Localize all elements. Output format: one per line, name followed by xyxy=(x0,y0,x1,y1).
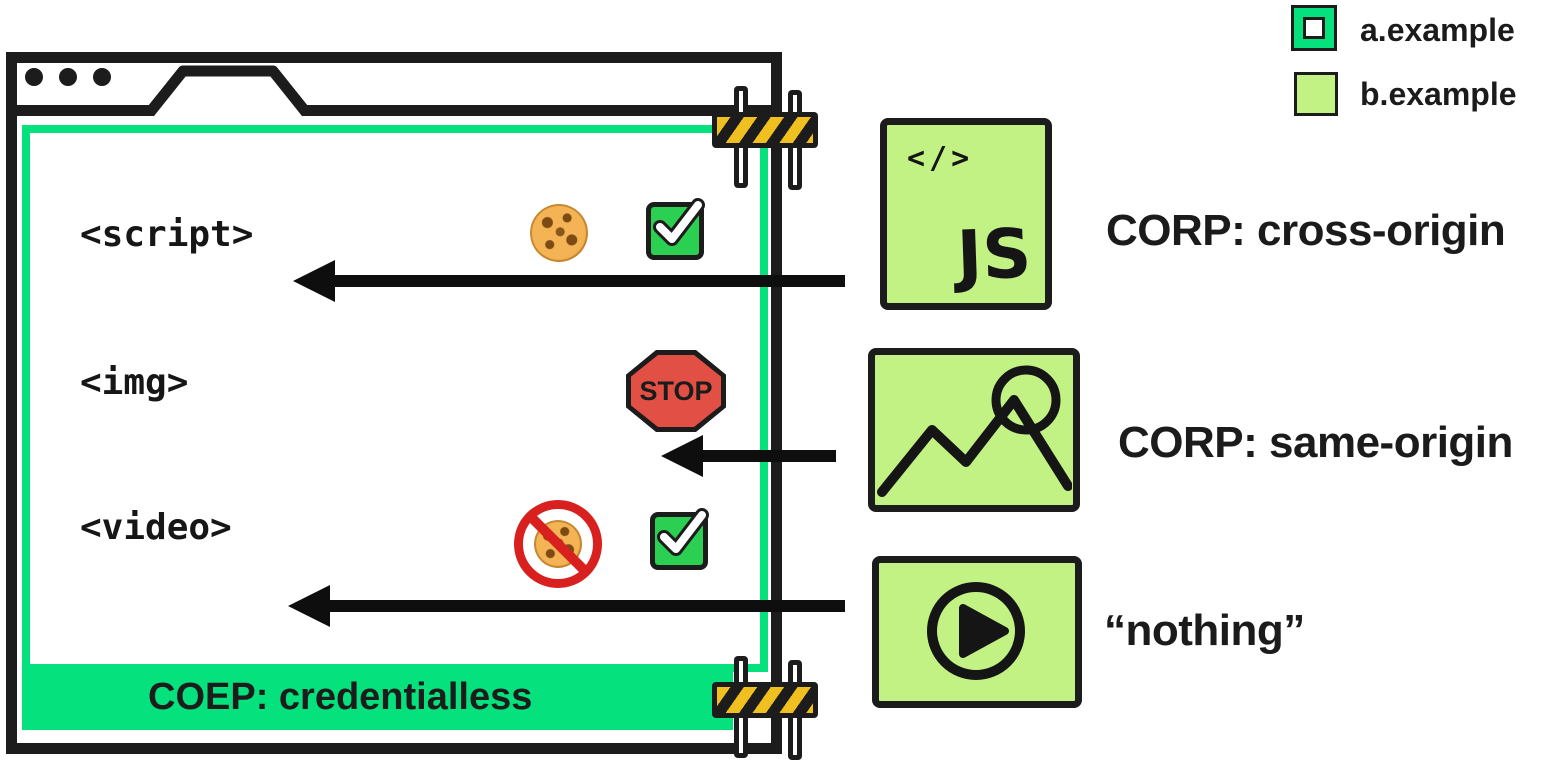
window-dot-icon xyxy=(93,68,111,86)
video-tag-label: <video> xyxy=(80,507,232,548)
blocked-cookie-icon xyxy=(514,500,602,588)
video-resource-card xyxy=(872,556,1082,708)
play-icon xyxy=(927,582,1025,680)
barricade-stripe xyxy=(712,682,818,718)
stop-sign-face: STOP xyxy=(631,355,721,427)
nothing-label: “nothing” xyxy=(1104,606,1305,655)
image-resource-card xyxy=(868,348,1080,512)
prohibition-ring xyxy=(514,500,602,588)
stop-sign-icon: STOP xyxy=(626,350,726,432)
barricade-bottom-icon xyxy=(712,656,818,764)
legend-swatch-b-example xyxy=(1294,72,1338,116)
img-tag-label: <img> xyxy=(80,362,189,403)
browser-chrome-bar xyxy=(17,63,771,116)
legend-label-b-example: b.example xyxy=(1360,76,1517,112)
js-resource-card: </> JS xyxy=(880,118,1052,310)
barricade-top-icon xyxy=(712,86,818,194)
legend-label-a-example: a.example xyxy=(1360,12,1515,48)
coep-bar: COEP: credentialless xyxy=(22,665,733,730)
script-tag-label: <script> xyxy=(80,214,254,255)
barricade-stripe xyxy=(712,112,818,148)
mountain-photo-icon xyxy=(877,365,1072,497)
legend-swatch-a-example xyxy=(1294,8,1334,48)
browser-tab-notch-icon xyxy=(143,65,314,116)
js-logo: JS xyxy=(955,214,1033,297)
check-icon xyxy=(650,508,709,570)
code-brackets-icon: </> xyxy=(907,141,974,176)
corp-cross-origin-label: CORP: cross-origin xyxy=(1106,206,1506,255)
check-icon xyxy=(646,198,705,260)
corp-same-origin-label: CORP: same-origin xyxy=(1118,418,1513,467)
window-dot-icon xyxy=(25,68,43,86)
stop-sign-label: STOP xyxy=(639,375,713,406)
cookie-icon xyxy=(530,204,588,262)
coep-label: COEP: credentialless xyxy=(148,676,533,718)
window-dot-icon xyxy=(59,68,77,86)
